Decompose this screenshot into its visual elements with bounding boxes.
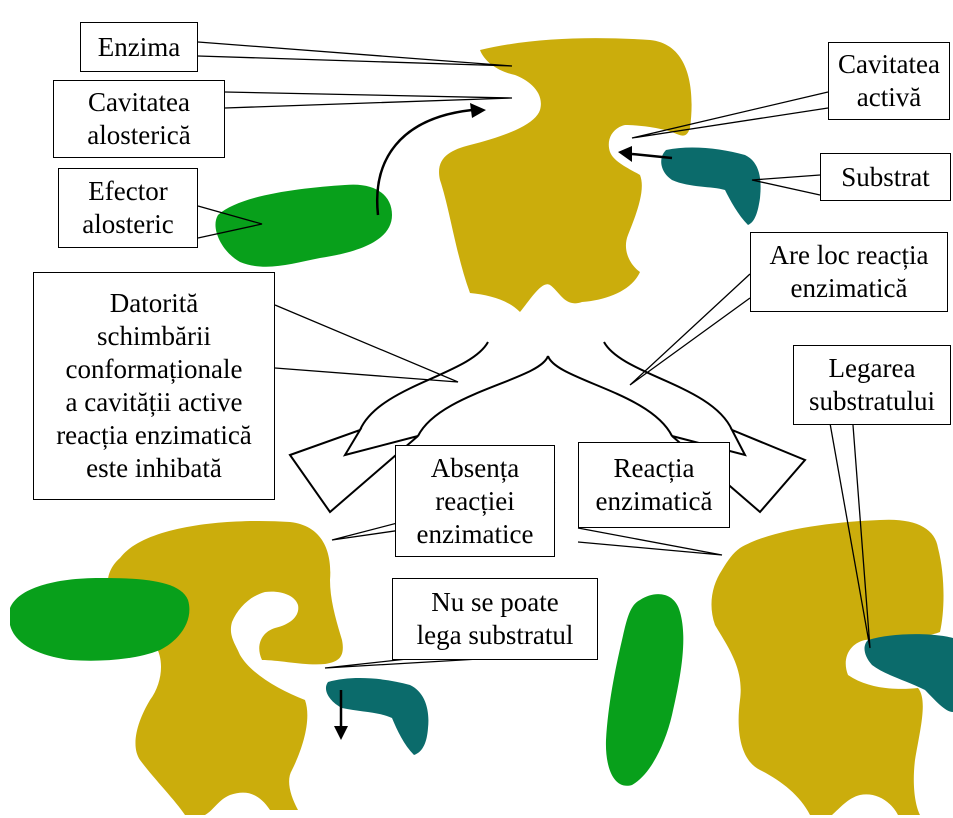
callout-efector-alosteric: Efector alosteric <box>58 168 198 248</box>
effector-arrowhead <box>470 103 486 118</box>
label-line: reacției <box>435 485 515 516</box>
callout-are-loc: Are loc reacția enzimatică <box>750 232 948 312</box>
label-line: Absența <box>430 452 520 483</box>
enzyme-left <box>107 520 343 815</box>
callout-datorita: Datorită schimbării conformaționale a ca… <box>33 272 275 500</box>
label-line: schimbării <box>97 321 211 351</box>
label-line: este inhibată <box>86 453 222 483</box>
label-line: lega substratul <box>416 620 574 650</box>
substrate-arrow <box>631 152 673 160</box>
label-line: Legarea <box>828 353 916 383</box>
label-line: enzimatică <box>595 486 713 516</box>
label-line: substratului <box>809 386 935 416</box>
callout-absenta: Absența reacției enzimatice <box>395 445 555 557</box>
substrate-top <box>661 147 761 225</box>
effector-right <box>605 594 684 786</box>
label-line: enzimatică <box>790 273 908 303</box>
enzyme-top <box>439 38 692 312</box>
callout-cavitatea-activa: Cavitatea activă <box>828 42 950 120</box>
callout-legarea: Legarea substratului <box>793 345 951 425</box>
callout-nu-se-poate: Nu se poate lega substratul <box>392 578 598 660</box>
substrate-right <box>864 634 953 712</box>
callout-reactia: Reacția enzimatică <box>578 442 730 528</box>
label-line: Cavitatea <box>838 49 940 79</box>
label-line: conformaționale <box>65 354 243 384</box>
callout-enzima: Enzima <box>80 22 198 72</box>
label-line: Are loc reacția <box>769 240 929 270</box>
label-line: Efector <box>88 176 168 206</box>
label-line: Nu se poate <box>431 587 559 617</box>
substrate-fall-arrowhead <box>334 726 348 740</box>
substrate-arrowhead <box>618 146 632 162</box>
label-line: enzimatice <box>416 518 534 549</box>
label-line: activă <box>856 82 922 112</box>
callout-substrat: Substrat <box>820 153 951 201</box>
label-line: Cavitatea <box>88 87 190 117</box>
substrate-left <box>325 678 429 755</box>
label-line: reacția enzimatică <box>56 420 252 450</box>
callout-cavitatea-alosterica: Cavitatea alosterică <box>53 80 225 158</box>
enzyme-right <box>711 519 944 815</box>
label-line: alosterică <box>87 120 191 150</box>
label-substrat: Substrat <box>841 161 930 192</box>
effector-top <box>215 184 392 267</box>
label-line: alosteric <box>82 209 174 239</box>
effector-curved-arrow <box>375 108 473 216</box>
label-line: a cavității active <box>65 387 243 417</box>
label-line: Datorită <box>109 288 199 318</box>
effector-left <box>10 578 190 661</box>
label-line: Reacția <box>613 453 695 483</box>
label-enzima: Enzima <box>97 31 181 62</box>
